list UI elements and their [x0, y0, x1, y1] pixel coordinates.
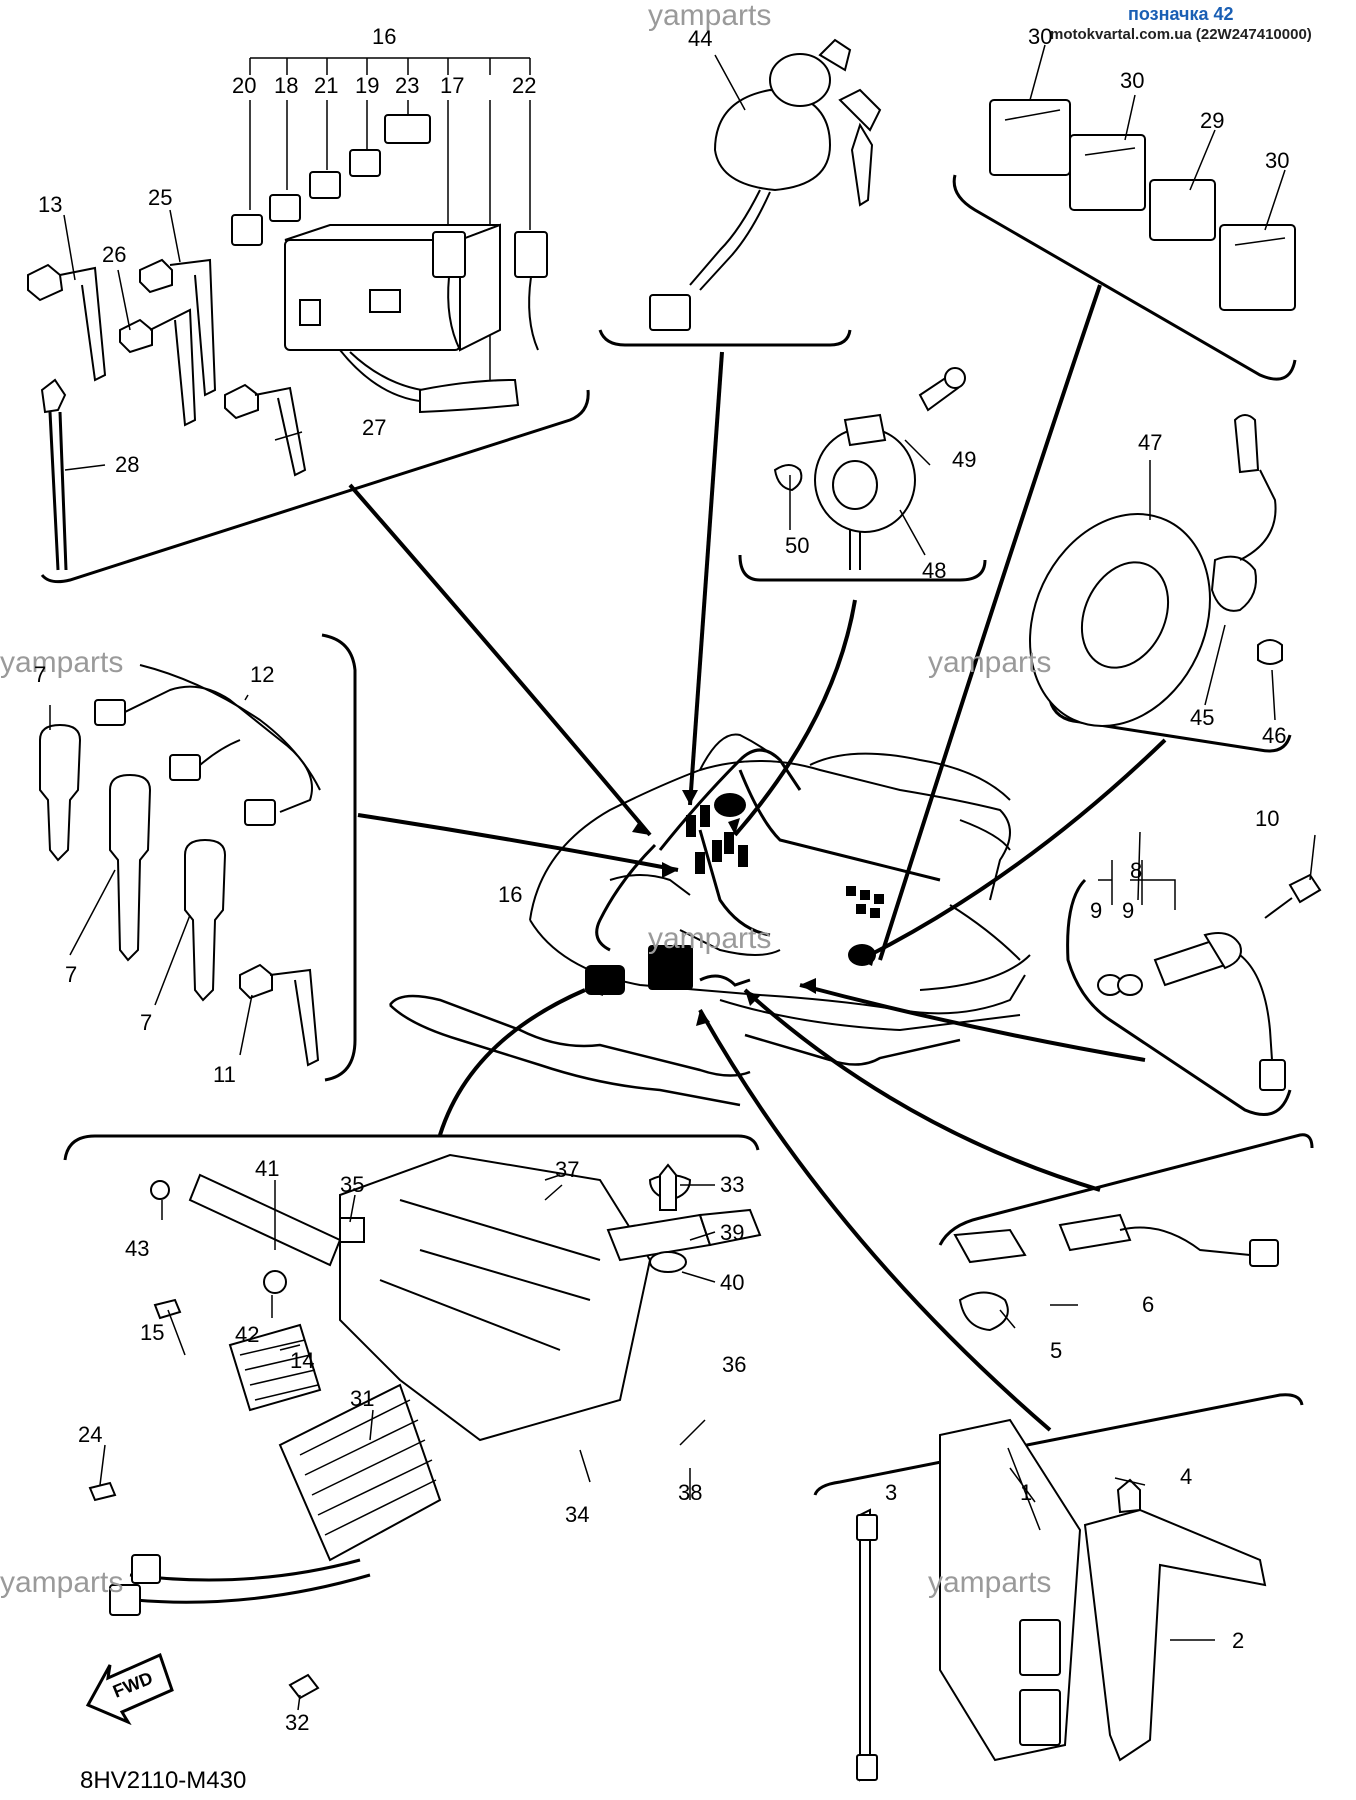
watermark-text: yamparts — [0, 1566, 123, 1599]
callout-7: 7 — [34, 662, 46, 687]
callout-9: 9 — [1090, 898, 1102, 923]
callout-3: 3 — [885, 1480, 897, 1505]
callout-30: 30 — [1265, 148, 1289, 173]
watermark-text: yamparts — [0, 646, 123, 679]
callout-39: 39 — [720, 1220, 744, 1245]
main-switch-parts — [649, 38, 882, 331]
fuse-box-parts — [27, 57, 548, 571]
crank-sensor-parts — [1029, 414, 1283, 727]
callout-30: 30 — [1028, 24, 1052, 49]
callout-45: 45 — [1190, 705, 1214, 730]
callout-37: 37 — [555, 1157, 579, 1182]
callout-8: 8 — [1130, 858, 1142, 883]
thermo-switch-parts — [773, 367, 966, 570]
callout-32: 32 — [285, 1710, 309, 1735]
callout-6: 6 — [1142, 1292, 1154, 1317]
panel-ignition-coils — [321, 633, 357, 1082]
ignition-coil-parts — [39, 664, 321, 1067]
callout-11: 11 — [213, 1062, 236, 1087]
callout-5: 5 — [1050, 1338, 1062, 1363]
callout-28: 28 — [115, 452, 139, 477]
callout-38: 38 — [678, 1480, 702, 1505]
panel-thermo-switch — [738, 554, 987, 582]
callout-4: 4 — [1180, 1464, 1192, 1489]
panel-relays — [952, 174, 1297, 381]
callout-42: 42 — [235, 1322, 259, 1347]
callout-30: 30 — [1120, 68, 1144, 93]
callout-26: 26 — [102, 242, 126, 267]
diagram-code: 8HV2110-M430 — [80, 1767, 246, 1794]
callout-35: 35 — [340, 1172, 364, 1197]
callout-12: 12 — [250, 662, 274, 687]
panel-fuse-box — [40, 389, 590, 584]
callout-29: 29 — [1200, 108, 1224, 133]
callout-16: 16 — [498, 882, 522, 907]
watermark-text: yamparts — [928, 646, 1051, 679]
callout-20: 20 — [232, 73, 256, 98]
callout-43: 43 — [125, 1236, 149, 1261]
header-title: позначка 42 — [1128, 4, 1234, 24]
watermark-text: yamparts — [648, 922, 771, 955]
callout-46: 46 — [1262, 723, 1286, 748]
callout-49: 49 — [952, 447, 976, 472]
callout-16: 16 — [372, 24, 396, 49]
callout-40: 40 — [720, 1270, 744, 1295]
header-subtitle: motokvartal.com.ua (22W247410000) — [1050, 26, 1312, 43]
callout-24: 24 — [78, 1422, 102, 1447]
callout-15: 15 — [140, 1320, 164, 1345]
watermark-text: yamparts — [928, 1566, 1051, 1599]
callout-14: 14 — [290, 1348, 314, 1373]
relay-parts — [989, 99, 1296, 311]
callout-13: 13 — [38, 192, 62, 217]
callout-48: 48 — [922, 558, 946, 583]
callout-leaders — [49, 44, 1316, 1711]
panel-main-switch — [598, 329, 852, 347]
callout-10: 10 — [1255, 806, 1279, 831]
snowmobile-outline — [388, 733, 1031, 1107]
callout-2: 2 — [1232, 1628, 1244, 1653]
callout-33: 33 — [720, 1172, 744, 1197]
callout-27: 27 — [362, 415, 386, 440]
wire-harness-sketch — [585, 748, 1011, 995]
callout-22: 22 — [512, 73, 536, 98]
callout-21: 21 — [314, 73, 338, 98]
callout-7: 7 — [65, 962, 77, 987]
speed-sensor-parts — [1097, 873, 1322, 1091]
callout-41: 41 — [255, 1156, 279, 1181]
panel-ecu-bracket — [63, 1133, 1314, 1496]
callout-36: 36 — [722, 1352, 746, 1377]
callout-7: 7 — [140, 1010, 152, 1035]
fwd-arrow-icon: FWD — [85, 1652, 174, 1726]
callout-17: 17 — [440, 73, 464, 98]
callout-34: 34 — [565, 1502, 589, 1527]
callout-9: 9 — [1122, 898, 1134, 923]
callout-18: 18 — [274, 73, 298, 98]
callout-1: 1 — [1020, 1480, 1032, 1505]
panel-crank-sensor — [1048, 699, 1292, 753]
watermarks: yamparts yamparts yamparts yamparts yamp… — [0, 0, 1051, 1599]
callout-44: 44 — [688, 26, 712, 51]
callout-31: 31 — [350, 1386, 374, 1411]
ecu-bracket-parts — [88, 1153, 1279, 1782]
watermark-text: yamparts — [648, 0, 771, 32]
callout-labels: 16 20 18 21 19 23 17 22 13 25 26 27 28 4… — [34, 24, 1289, 1735]
callout-47: 47 — [1138, 430, 1162, 455]
callout-50: 50 — [785, 533, 809, 558]
callout-23: 23 — [395, 73, 419, 98]
panel-speed-sensor — [1066, 878, 1292, 1116]
callout-19: 19 — [355, 73, 379, 98]
callout-25: 25 — [148, 185, 172, 210]
